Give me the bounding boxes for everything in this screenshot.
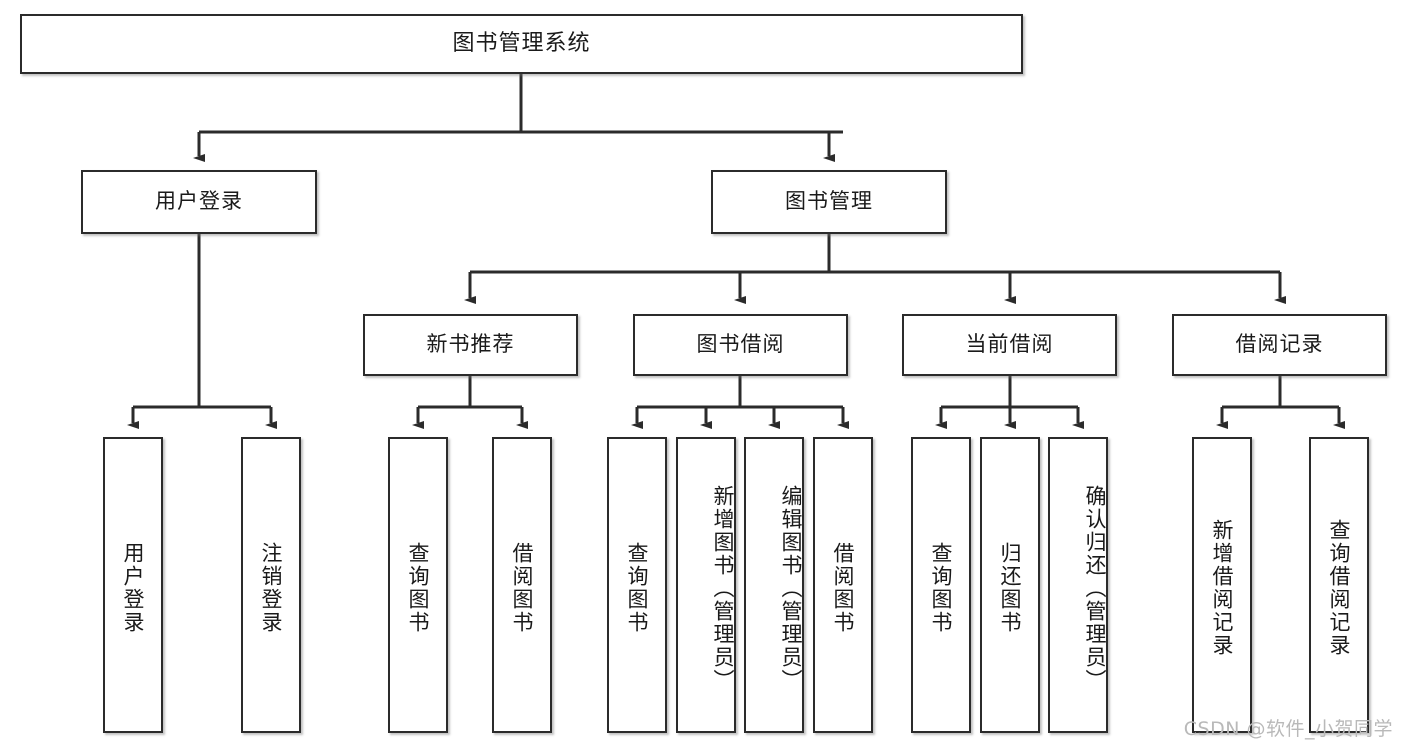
node-book-management[interactable]: 图书管理	[711, 170, 947, 234]
node-label: 编辑图书（管理员）	[779, 484, 803, 692]
leaf-query-book-borrow[interactable]: 查询图书	[607, 437, 667, 733]
leaf-query-book-recommend[interactable]: 查询图书	[388, 437, 448, 733]
node-label: 查询图书	[929, 542, 954, 634]
node-label: 新增图书（管理员）	[711, 484, 735, 692]
leaf-add-borrow-record[interactable]: 新增借阅记录	[1192, 437, 1252, 733]
leaf-query-book-current[interactable]: 查询图书	[911, 437, 971, 733]
leaf-query-borrow-record[interactable]: 查询借阅记录	[1309, 437, 1369, 733]
csdn-watermark: CSDN @软件_小贺同学	[1183, 718, 1393, 740]
node-label: 查询借阅记录	[1327, 519, 1352, 657]
node-label: 查询图书	[625, 542, 650, 634]
node-user-login[interactable]: 用户登录	[81, 170, 317, 234]
node-label: 查询图书	[406, 542, 431, 634]
node-current-borrow[interactable]: 当前借阅	[902, 314, 1117, 376]
node-book-borrow[interactable]: 图书借阅	[633, 314, 848, 376]
node-label: 新书推荐	[426, 332, 515, 357]
node-borrow-record[interactable]: 借阅记录	[1172, 314, 1387, 376]
leaf-add-book-admin[interactable]: 新增图书（管理员）	[676, 437, 736, 733]
node-label: 确认归还（管理员）	[1083, 484, 1107, 692]
node-label: 用户登录	[155, 189, 243, 214]
node-label: 图书借阅	[696, 332, 785, 357]
node-label: 图书管理系统	[452, 30, 591, 56]
node-label: 注销登录	[259, 542, 284, 634]
node-label: 借阅图书	[510, 542, 535, 634]
node-label: 用户登录	[121, 542, 146, 634]
leaf-confirm-return-admin[interactable]: 确认归还（管理员）	[1048, 437, 1108, 733]
node-label: 借阅图书	[831, 542, 856, 634]
leaf-edit-book-admin[interactable]: 编辑图书（管理员）	[744, 437, 804, 733]
node-label: 归还图书	[998, 542, 1023, 634]
node-label: 当前借阅	[965, 332, 1054, 357]
node-label: 借阅记录	[1235, 332, 1324, 357]
leaf-borrow-book-recommend[interactable]: 借阅图书	[492, 437, 552, 733]
node-root-system[interactable]: 图书管理系统	[20, 14, 1023, 74]
leaf-return-book[interactable]: 归还图书	[980, 437, 1040, 733]
node-label: 新增借阅记录	[1210, 519, 1235, 657]
leaf-borrow-book[interactable]: 借阅图书	[813, 437, 873, 733]
node-label: 图书管理	[785, 189, 873, 214]
leaf-user-logout[interactable]: 注销登录	[241, 437, 301, 733]
leaf-user-login[interactable]: 用户登录	[103, 437, 163, 733]
node-new-book-recommend[interactable]: 新书推荐	[363, 314, 578, 376]
